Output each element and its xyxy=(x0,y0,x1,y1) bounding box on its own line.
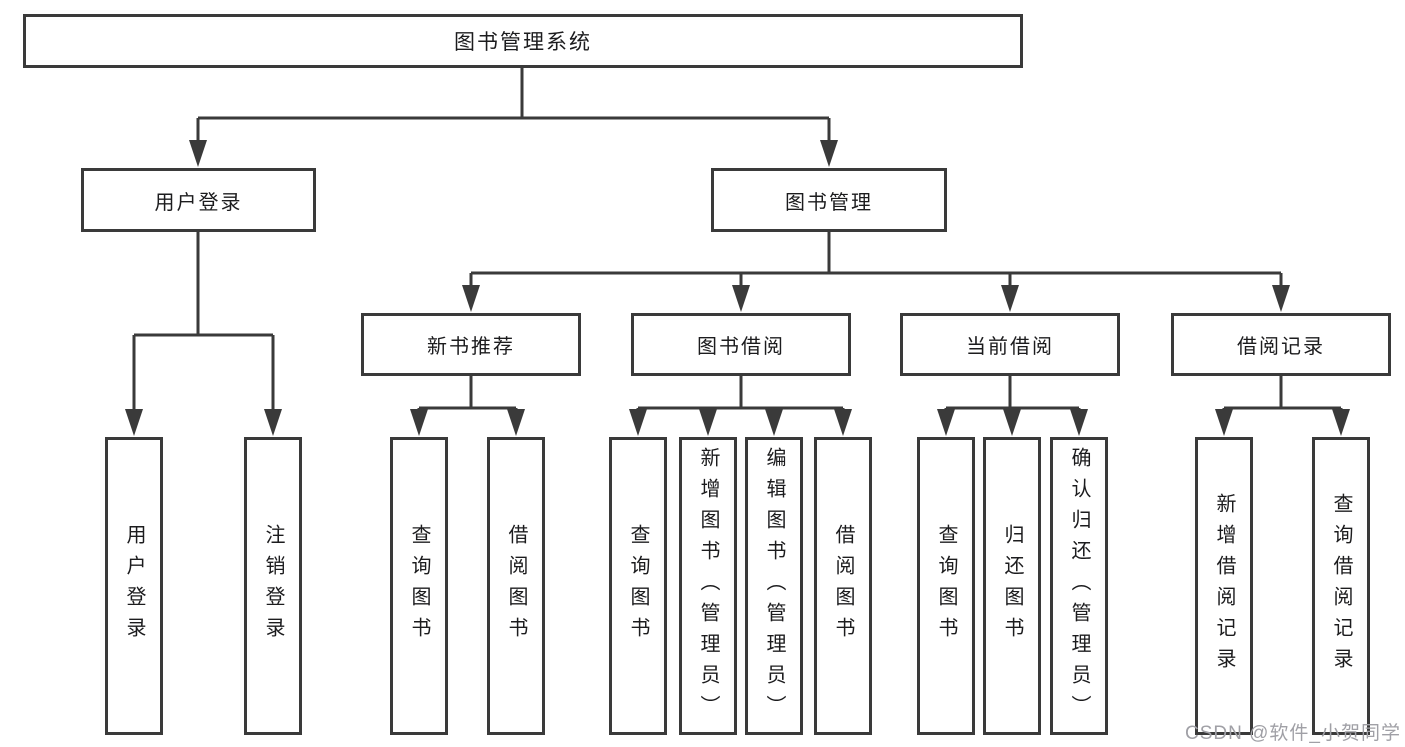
node-current-borrowing-label: 当前借阅 xyxy=(966,336,1054,358)
node-library-system-label: 图书管理系统 xyxy=(454,31,592,54)
node-book-management: 图书管理 xyxy=(711,168,947,232)
leaf-confirm-return-admin: 确认归还（管理员） xyxy=(1050,437,1108,735)
leaf-query-books-borrowing-label: 查询图书 xyxy=(627,524,649,648)
leaf-borrow-books-recommend: 借阅图书 xyxy=(487,437,545,735)
node-borrowing-records-label: 借阅记录 xyxy=(1237,336,1325,358)
leaf-query-books-recommend-label: 查询图书 xyxy=(408,524,430,648)
arrowheads xyxy=(125,140,1350,436)
leaf-borrow-books-label: 借阅图书 xyxy=(832,524,854,648)
node-book-borrowing: 图书借阅 xyxy=(631,313,851,376)
leaf-return-books-label: 归还图书 xyxy=(1001,524,1023,648)
leaf-query-books-current-label: 查询图书 xyxy=(935,524,957,648)
leaf-logout-label: 注销登录 xyxy=(262,524,284,648)
leaf-user-login: 用户登录 xyxy=(105,437,163,735)
leaf-query-books-recommend: 查询图书 xyxy=(390,437,448,735)
node-new-book-recommend-label: 新书推荐 xyxy=(427,336,515,358)
leaf-query-books-borrowing: 查询图书 xyxy=(609,437,667,735)
leaf-add-books-admin-label: 新增图书（管理员） xyxy=(697,446,719,726)
leaf-logout: 注销登录 xyxy=(244,437,302,735)
leaf-add-books-admin: 新增图书（管理员） xyxy=(679,437,737,735)
leaf-query-books-current: 查询图书 xyxy=(917,437,975,735)
node-current-borrowing: 当前借阅 xyxy=(900,313,1120,376)
leaf-edit-books-admin: 编辑图书（管理员） xyxy=(745,437,803,735)
leaf-query-borrow-record-label: 查询借阅记录 xyxy=(1330,493,1352,679)
leaf-query-borrow-record: 查询借阅记录 xyxy=(1312,437,1370,735)
leaf-user-login-label: 用户登录 xyxy=(123,524,145,648)
leaf-edit-books-admin-label: 编辑图书（管理员） xyxy=(763,446,785,726)
leaf-add-borrow-record-label: 新增借阅记录 xyxy=(1213,493,1235,679)
leaf-add-borrow-record: 新增借阅记录 xyxy=(1195,437,1253,735)
node-borrowing-records: 借阅记录 xyxy=(1171,313,1391,376)
csdn-watermark: CSDN @软件_小贺同学 xyxy=(1185,723,1401,744)
node-book-borrowing-label: 图书借阅 xyxy=(697,336,785,358)
leaf-confirm-return-admin-label: 确认归还（管理员） xyxy=(1068,446,1090,726)
node-new-book-recommend: 新书推荐 xyxy=(361,313,581,376)
node-library-system: 图书管理系统 xyxy=(23,14,1023,68)
node-book-management-label: 图书管理 xyxy=(785,191,873,214)
node-user-login-label: 用户登录 xyxy=(154,191,243,214)
leaf-borrow-books-recommend-label: 借阅图书 xyxy=(505,524,527,648)
leaf-return-books: 归还图书 xyxy=(983,437,1041,735)
node-user-login: 用户登录 xyxy=(81,168,316,232)
leaf-borrow-books: 借阅图书 xyxy=(814,437,872,735)
